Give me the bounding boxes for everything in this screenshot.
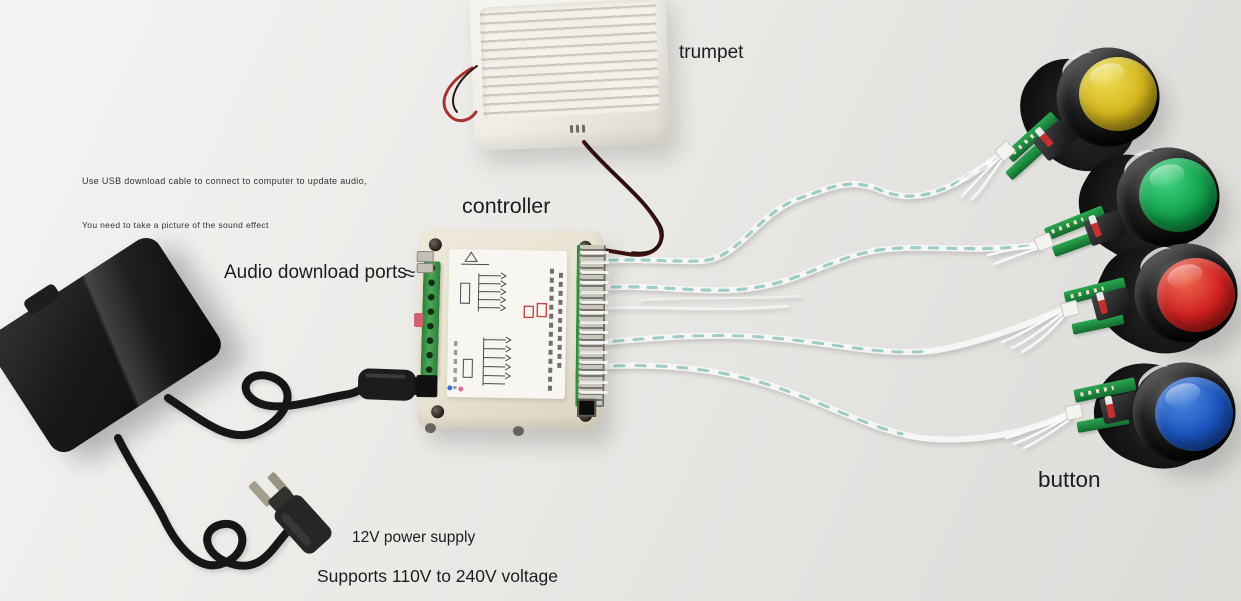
dc-cable [164, 371, 366, 440]
terminal-wire-stubs [579, 250, 609, 402]
button-dome [1155, 377, 1233, 451]
wiring-diagram-label [446, 248, 568, 399]
ac-plug [248, 472, 332, 554]
label-trumpet: trumpet [679, 42, 744, 63]
controller-board [414, 229, 609, 437]
label-power-supply: 12V power supply [352, 529, 476, 546]
wire-to-green-button [591, 242, 1043, 294]
audio-download-port [416, 251, 434, 263]
usb-note-line1: Use USB download cable to connect to com… [82, 176, 367, 186]
dc-jack [416, 375, 438, 398]
usb-note-line2: You need to take a picture of the sound … [82, 220, 269, 230]
speaker-side-wire [442, 65, 478, 123]
power-cables [114, 371, 366, 570]
label-audio-download-ports: Audio download ports [224, 262, 407, 283]
screw [431, 405, 445, 419]
red-indicator [414, 312, 424, 328]
button-dome [1157, 258, 1235, 332]
button-dome [1079, 57, 1157, 131]
audio-download-port [416, 263, 434, 274]
blue-led [447, 385, 453, 391]
left-terminal-block [420, 260, 441, 378]
tact-switch [577, 398, 597, 417]
pink-led [458, 386, 464, 392]
label-voltage: Supports 110V to 240V voltage [317, 566, 558, 586]
wire-to-red-button [591, 306, 1065, 356]
mounting-foot [424, 423, 437, 434]
speaker-wire [582, 140, 664, 257]
wire-to-blue-button [591, 362, 1071, 443]
label-button: button [1038, 467, 1101, 492]
label-controller: controller [462, 194, 551, 218]
wire-to-yellow-button [591, 150, 1005, 265]
button-dome [1139, 158, 1217, 232]
screw [428, 238, 442, 252]
button-ribbon-wires [591, 150, 1074, 450]
ac-cable [114, 434, 291, 570]
wiring-diagram [453, 251, 563, 393]
mounting-foot [512, 426, 524, 437]
